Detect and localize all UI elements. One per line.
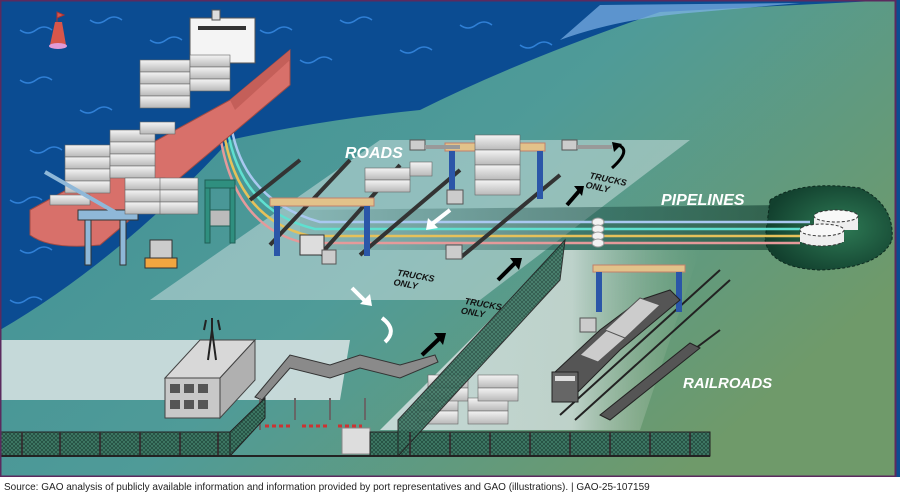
source-separator: |: [570, 482, 574, 493]
water-waves: [9, 16, 553, 304]
ship-to-shore-crane: [44, 170, 139, 266]
pipeline-corridor: [300, 205, 790, 250]
ship-hull: [29, 48, 291, 247]
terminal-lanes: [248, 158, 562, 260]
perimeter-fence: [0, 238, 711, 458]
truck-top-left: [409, 139, 460, 151]
source-note: Source: GAO analysis of publicly availab…: [4, 482, 650, 493]
arrow-up-1: [565, 188, 582, 207]
direction-arrows: [350, 142, 626, 357]
label-pipelines: PIPELINES: [661, 192, 745, 209]
trucks-only-2-line2: ONLY: [393, 277, 420, 291]
buoy: [49, 11, 67, 49]
trucks-only-3-line2: ONLY: [460, 305, 487, 319]
terminal-container-stacks: [364, 134, 521, 196]
source-text: Source: GAO analysis of publicly availab…: [4, 482, 569, 493]
yard-containers: [124, 177, 199, 215]
gantry-crane-1: [269, 197, 375, 256]
port-illustration: ROADS PIPELINES RAILROADS TRUCKS ONLY TR…: [0, 0, 900, 477]
pipeline-valves: [591, 217, 605, 248]
arrow-up-2: [496, 260, 518, 282]
security-booth: [341, 427, 371, 455]
trucks-in-yard: [321, 189, 597, 333]
arrow-up-3: [420, 336, 442, 357]
pipeline-pink: [216, 117, 800, 245]
arrow-white-1: [350, 286, 368, 304]
trucks-only-sign-2: TRUCKS ONLY: [393, 268, 435, 292]
arrow-white-2: [380, 316, 393, 344]
shoreline-highlight: [560, 3, 800, 40]
pipeline-yellow: [220, 117, 800, 238]
communications-tower-icon: [203, 318, 221, 361]
rail-gantry-crane: [592, 264, 686, 312]
straddle-carrier: [204, 179, 236, 244]
flatcars: [599, 342, 701, 421]
freight-train: [551, 289, 681, 403]
arrow-white-3: [430, 208, 452, 226]
report-id: GAO-25-107159: [576, 482, 650, 493]
office-building: [163, 338, 257, 420]
truck-top-right: [561, 139, 612, 151]
gate-canopy: [254, 354, 439, 455]
label-roads: ROADS: [345, 145, 403, 162]
trucks-only-sign-3: TRUCKS ONLY: [460, 296, 502, 320]
storage-tanks: [799, 209, 859, 247]
figure-frame: [0, 0, 897, 477]
label-railroads: RAILROADS: [683, 375, 772, 392]
agv-vehicle: [144, 239, 178, 269]
